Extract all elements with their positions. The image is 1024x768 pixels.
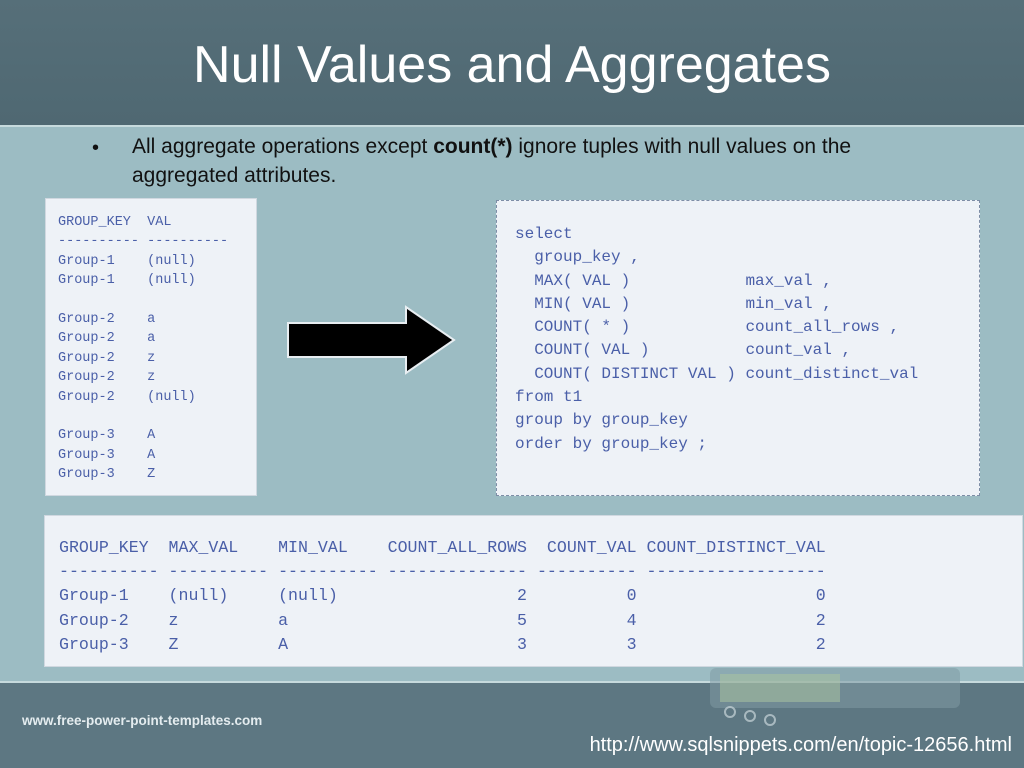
sql-line: from t1 xyxy=(515,388,583,407)
sql-line: group by group_key xyxy=(515,411,688,430)
source-table-row: Group-2 z xyxy=(58,350,156,366)
sql-line: MIN( VAL ) min_val , xyxy=(515,294,832,313)
sql-line: MAX( VAL ) max_val , xyxy=(515,271,832,290)
bullet-marker: • xyxy=(92,137,100,159)
source-table-row: Group-2 (null) xyxy=(58,389,196,405)
source-table-row: Group-3 Z xyxy=(58,467,156,483)
source-table-row: Group-3 A xyxy=(58,428,156,444)
sql-line: COUNT( * ) count_all_rows , xyxy=(515,318,900,337)
right-arrow-icon xyxy=(287,305,456,375)
result-table-row: Group-2 z a 5 4 2 xyxy=(59,610,826,630)
sql-line: select xyxy=(515,225,573,243)
source-table-row: Group-1 (null) xyxy=(58,273,196,289)
bullet-text: All aggregate operations except count(*)… xyxy=(132,132,892,190)
result-table-panel: GROUP_KEY MAX_VAL MIN_VAL COUNT_ALL_ROWS… xyxy=(44,515,1023,667)
title-band xyxy=(0,0,1024,125)
source-table-separator: ---------- ---------- xyxy=(58,234,229,250)
source-table-row: Group-3 A xyxy=(58,447,156,463)
source-table-code: GROUP_KEY VAL ---------- ---------- Grou… xyxy=(58,213,228,485)
slide-title: Null Values and Aggregates xyxy=(193,36,831,94)
template-site-label: www.free-power-point-templates.com xyxy=(22,713,263,728)
source-url-link[interactable]: http://www.sqlsnippets.com/en/topic-1265… xyxy=(589,734,1012,756)
bullet-text-after: ignore tuples with null values on the ag… xyxy=(132,135,852,187)
bullet-text-before: All aggregate operations except xyxy=(132,135,434,158)
source-table-row: Group-1 (null) xyxy=(58,253,196,269)
sql-line: group_key , xyxy=(515,248,640,267)
sql-query-panel: select group_key , MAX( VAL ) max_val , … xyxy=(496,200,980,496)
source-table-row: Group-2 a xyxy=(58,312,156,328)
sql-line: COUNT( DISTINCT VAL ) count_distinct_val xyxy=(515,364,919,383)
result-table-code: GROUP_KEY MAX_VAL MIN_VAL COUNT_ALL_ROWS… xyxy=(59,536,826,657)
result-table-row: Group-1 (null) (null) 2 0 0 xyxy=(59,586,826,606)
notebook-decoration-icon xyxy=(710,668,960,726)
sql-line: COUNT( VAL ) count_val , xyxy=(515,341,852,360)
source-table-panel: GROUP_KEY VAL ---------- ---------- Grou… xyxy=(45,198,257,496)
sql-line: order by group_key ; xyxy=(515,434,708,453)
result-table-header: GROUP_KEY MAX_VAL MIN_VAL COUNT_ALL_ROWS… xyxy=(59,538,826,557)
sql-query-code: select group_key , MAX( VAL ) max_val , … xyxy=(515,223,918,456)
source-table-row: Group-2 a xyxy=(58,331,156,347)
source-table-header: GROUP_KEY VAL xyxy=(58,215,172,230)
result-table-separator: ---------- ---------- ---------- -------… xyxy=(59,562,826,582)
result-table-row: Group-3 Z A 3 3 2 xyxy=(59,634,826,654)
source-table-row: Group-2 z xyxy=(58,370,156,386)
bullet-text-bold: count(*) xyxy=(433,135,513,158)
